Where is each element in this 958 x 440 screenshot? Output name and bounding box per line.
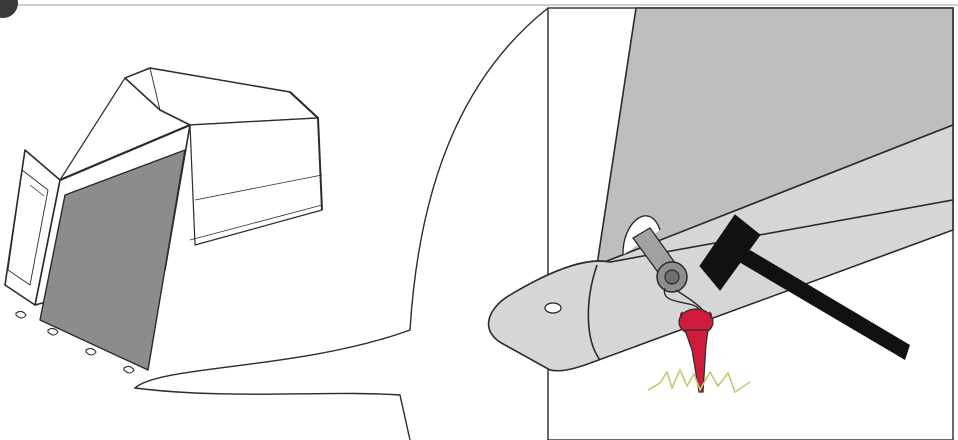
tent-awning-icon — [5, 68, 322, 373]
eyelet-hole-icon — [545, 303, 561, 313]
peg-detail-panel — [489, 8, 953, 440]
